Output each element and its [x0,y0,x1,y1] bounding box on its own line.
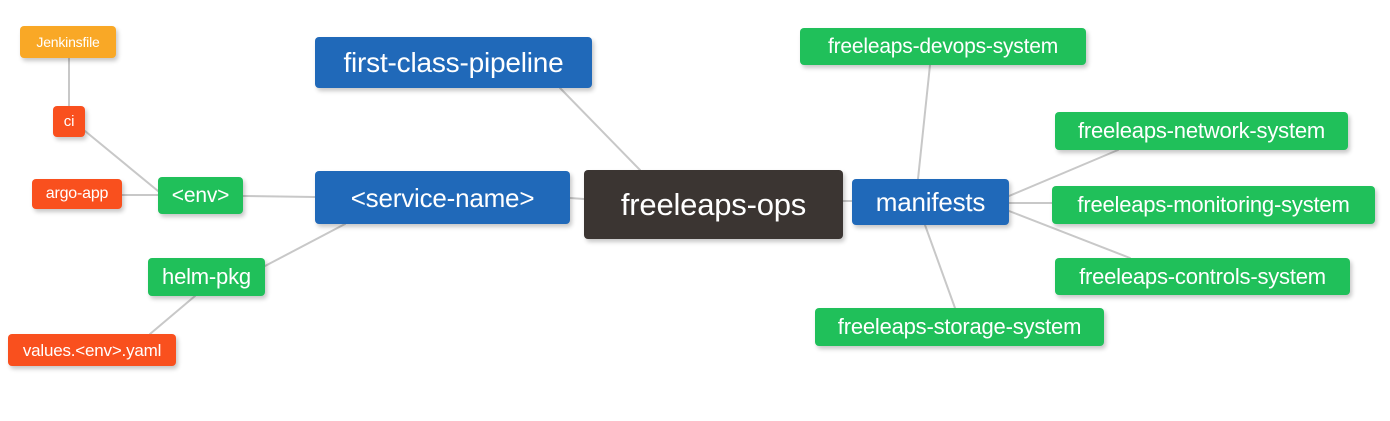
mindmap-node-freeleaps-monitoring-system[interactable]: freeleaps-monitoring-system [1052,186,1375,224]
mindmap-node-jenkinsfile[interactable]: Jenkinsfile [20,26,116,58]
mindmap-node-ci[interactable]: ci [53,106,85,137]
mindmap-node-freeleaps-network-system[interactable]: freeleaps-network-system [1055,112,1348,150]
mindmap-node-freeleaps-devops-system[interactable]: freeleaps-devops-system [800,28,1086,65]
edge-manifests-to-freeleaps-devops-system [917,64,931,180]
edge-values-env-yaml-to-helm-pkg [149,295,196,335]
mindmap-node-freeleaps-storage-system[interactable]: freeleaps-storage-system [815,308,1104,346]
mindmap-node-manifests[interactable]: manifests [852,179,1009,225]
edge-service-name-to-freeleaps-ops [569,197,585,200]
mindmap-node-freeleaps-controls-system[interactable]: freeleaps-controls-system [1055,258,1350,295]
mindmap-node-freeleaps-ops[interactable]: freeleaps-ops [584,170,843,239]
edge-manifests-to-freeleaps-storage-system [924,224,956,309]
mindmap-node-env[interactable]: <env> [158,177,243,214]
mindmap-node-argo-app[interactable]: argo-app [32,179,122,209]
edge-first-class-pipeline-to-freeleaps-ops [559,87,641,171]
mindmap-node-helm-pkg[interactable]: helm-pkg [148,258,265,296]
mindmap-node-values-env-yaml[interactable]: values.<env>.yaml [8,334,176,366]
edge-env-to-service-name [242,195,316,198]
mindmap-node-service-name[interactable]: <service-name> [315,171,570,224]
mindmap-node-first-class-pipeline[interactable]: first-class-pipeline [315,37,592,88]
edge-helm-pkg-to-service-name [264,223,346,267]
